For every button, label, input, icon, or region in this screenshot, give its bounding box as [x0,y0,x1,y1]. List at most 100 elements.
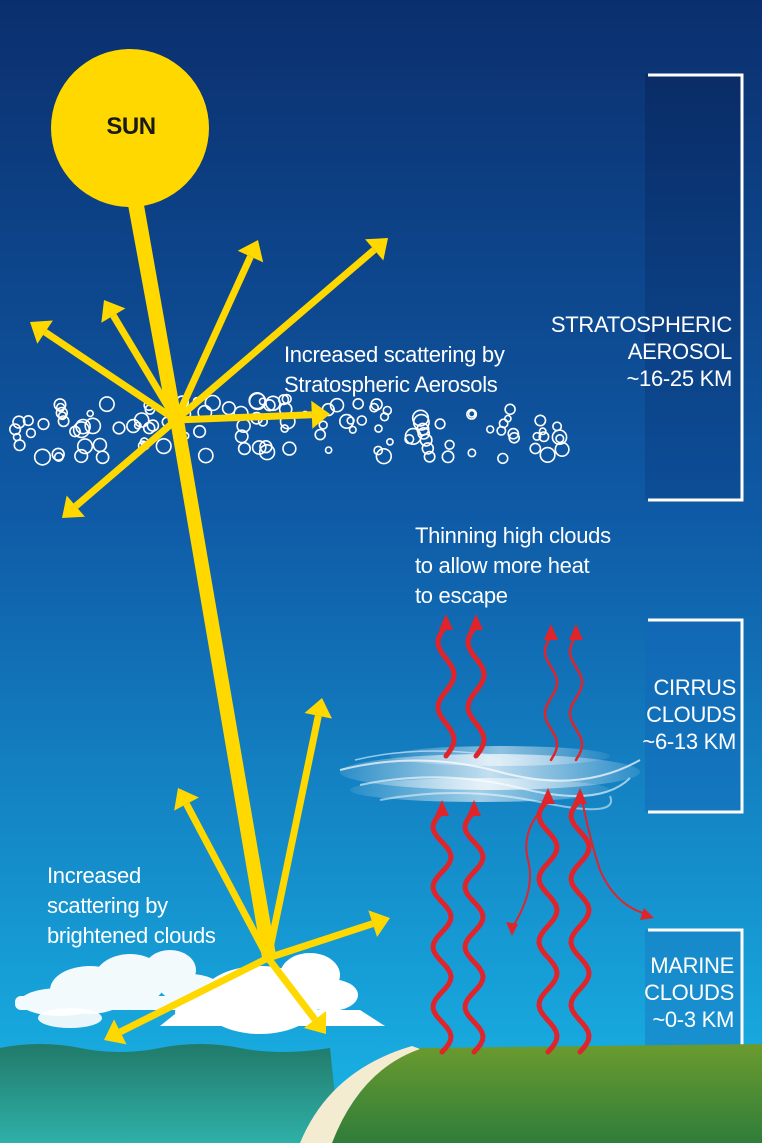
cirrus-bracket [648,618,744,814]
zone-label-line: CIRRUS [653,675,736,700]
aerosol-particle [538,431,550,443]
cloud-scatter-ray-head [368,910,390,937]
reflected-heat-arrow [581,799,654,920]
cirrus-cloud-layer [339,746,641,811]
reflected-heat-arrow-head [506,922,518,936]
aerosol-particle [197,447,214,464]
aerosol-particle [412,413,430,431]
aerosol-particle [434,418,446,430]
incoming-beam-upper [128,205,182,422]
heat-arrow-shaft [536,797,560,1055]
aerosol-particle [466,408,478,420]
aerosol-particle [33,448,52,466]
cloud-scatter-ray-shaft [266,920,374,962]
aerosol-particle [346,416,355,425]
aerosol-particle [417,426,431,440]
cloud-scatter-ray [266,910,390,962]
beach [300,1046,420,1143]
escaping-heat-arrow-shaft [435,623,457,759]
aerosol-scatter-ray [172,240,264,422]
aerosol-particle [98,396,115,413]
aerosol-particle [369,402,379,413]
aerosol-scatter-ray [62,417,179,518]
aerosol-scatter-ray-shaft [73,417,179,509]
aerosol-particle [375,448,392,465]
marine-zone-band [645,930,743,1048]
aerosol-particle [12,415,26,429]
aerosol-particle [497,452,509,465]
aerosol-particle [374,424,383,433]
aerosol-particle [282,441,297,456]
aerosol-particle [507,427,520,440]
aerosol-particle [423,450,436,463]
aerosol-particle [421,442,435,455]
aerosol-particle [86,409,94,418]
aerosol-particle [318,420,328,430]
altitude-zones [645,73,744,1048]
annotation-line: brightened clouds [47,923,216,948]
stratospheric-bracket [648,73,744,502]
aerosol-scatter-ray-head [30,320,53,344]
zone-label-line: CLOUDS [646,702,736,727]
aerosol-particle [324,446,333,454]
aerosol-particle [57,415,70,428]
escaping-heat-arrow-shaft [568,634,584,762]
cloud-scatter-ray-head [303,1011,327,1034]
ground [0,1044,762,1143]
escaping-heat-arrow-head [469,614,483,630]
cloud-scatter-ray-shaft [264,715,322,959]
aerosol-particle [278,394,290,406]
aerosol-particle [352,397,365,410]
aerosol-particle [441,450,455,464]
aerosol-particle [534,414,547,427]
reflected-heat-arrow-shaft [581,799,647,915]
marine-zone-label: MARINE CLOUDS ~0-3 KM [644,952,734,1033]
aerosol-particle [258,444,276,461]
heat-arrow-shaft [430,809,454,1055]
aerosol-particle [251,440,267,455]
aerosol-particle [404,427,422,446]
heat-arrow [536,788,560,1055]
annotation-line: Increased [47,863,141,888]
land [330,1044,762,1143]
marine-cloud-left [15,950,220,1016]
heat-arrow-head [573,788,587,804]
aerosol-particle [37,418,50,431]
aerosol-particle [22,415,34,427]
cloud-scatter-ray-head [104,1019,127,1045]
aerosol-scatter-ray-head [237,240,264,263]
cloud-scatter-ray-shaft [265,955,318,1022]
heat-arrow-shaft [462,809,486,1055]
aerosol-particle [551,429,568,446]
aerosol-particle [467,409,476,418]
reflected-heat-arrow-head [640,908,654,920]
heat-arrow-shaft [568,797,592,1055]
aerosol-particle [146,419,160,432]
ocean [0,1044,340,1143]
aerosol-particle [53,451,64,462]
aerosol-scatter-ray-shaft [173,247,377,423]
aerosol-scatter-ray-shaft [172,255,254,422]
escaping-heat-arrow [465,614,487,759]
aerosol-scatter-ray [175,400,330,429]
cloud-thinning-annotation: Thinning high clouds to allow more heat … [415,521,611,611]
zone-label-line: AEROSOL [627,339,733,364]
aerosol-scatter-ray-shaft [43,329,178,423]
cloud-scatter-ray [104,954,270,1045]
zone-label-line: STRATOSPHERIC [550,312,732,337]
cloud-scatter-ray-shaft [183,802,272,960]
aerosol-particle [248,392,266,410]
sun-icon [51,49,209,207]
cloud-scatter-ray-head [174,788,199,811]
stratospheric-zone-band [645,74,743,500]
stratospheric-zone-label: STRATOSPHERIC AEROSOL ~16-25 KM [551,311,732,392]
heat-arrow [568,788,592,1055]
aerosol-scatter-ray-head [365,238,388,261]
cloud-scatter-ray [174,788,272,960]
aerosol-particle [504,403,516,416]
aerosol-particle [385,437,394,446]
aerosol-particle [69,425,81,438]
aerosol-particle [263,399,276,412]
